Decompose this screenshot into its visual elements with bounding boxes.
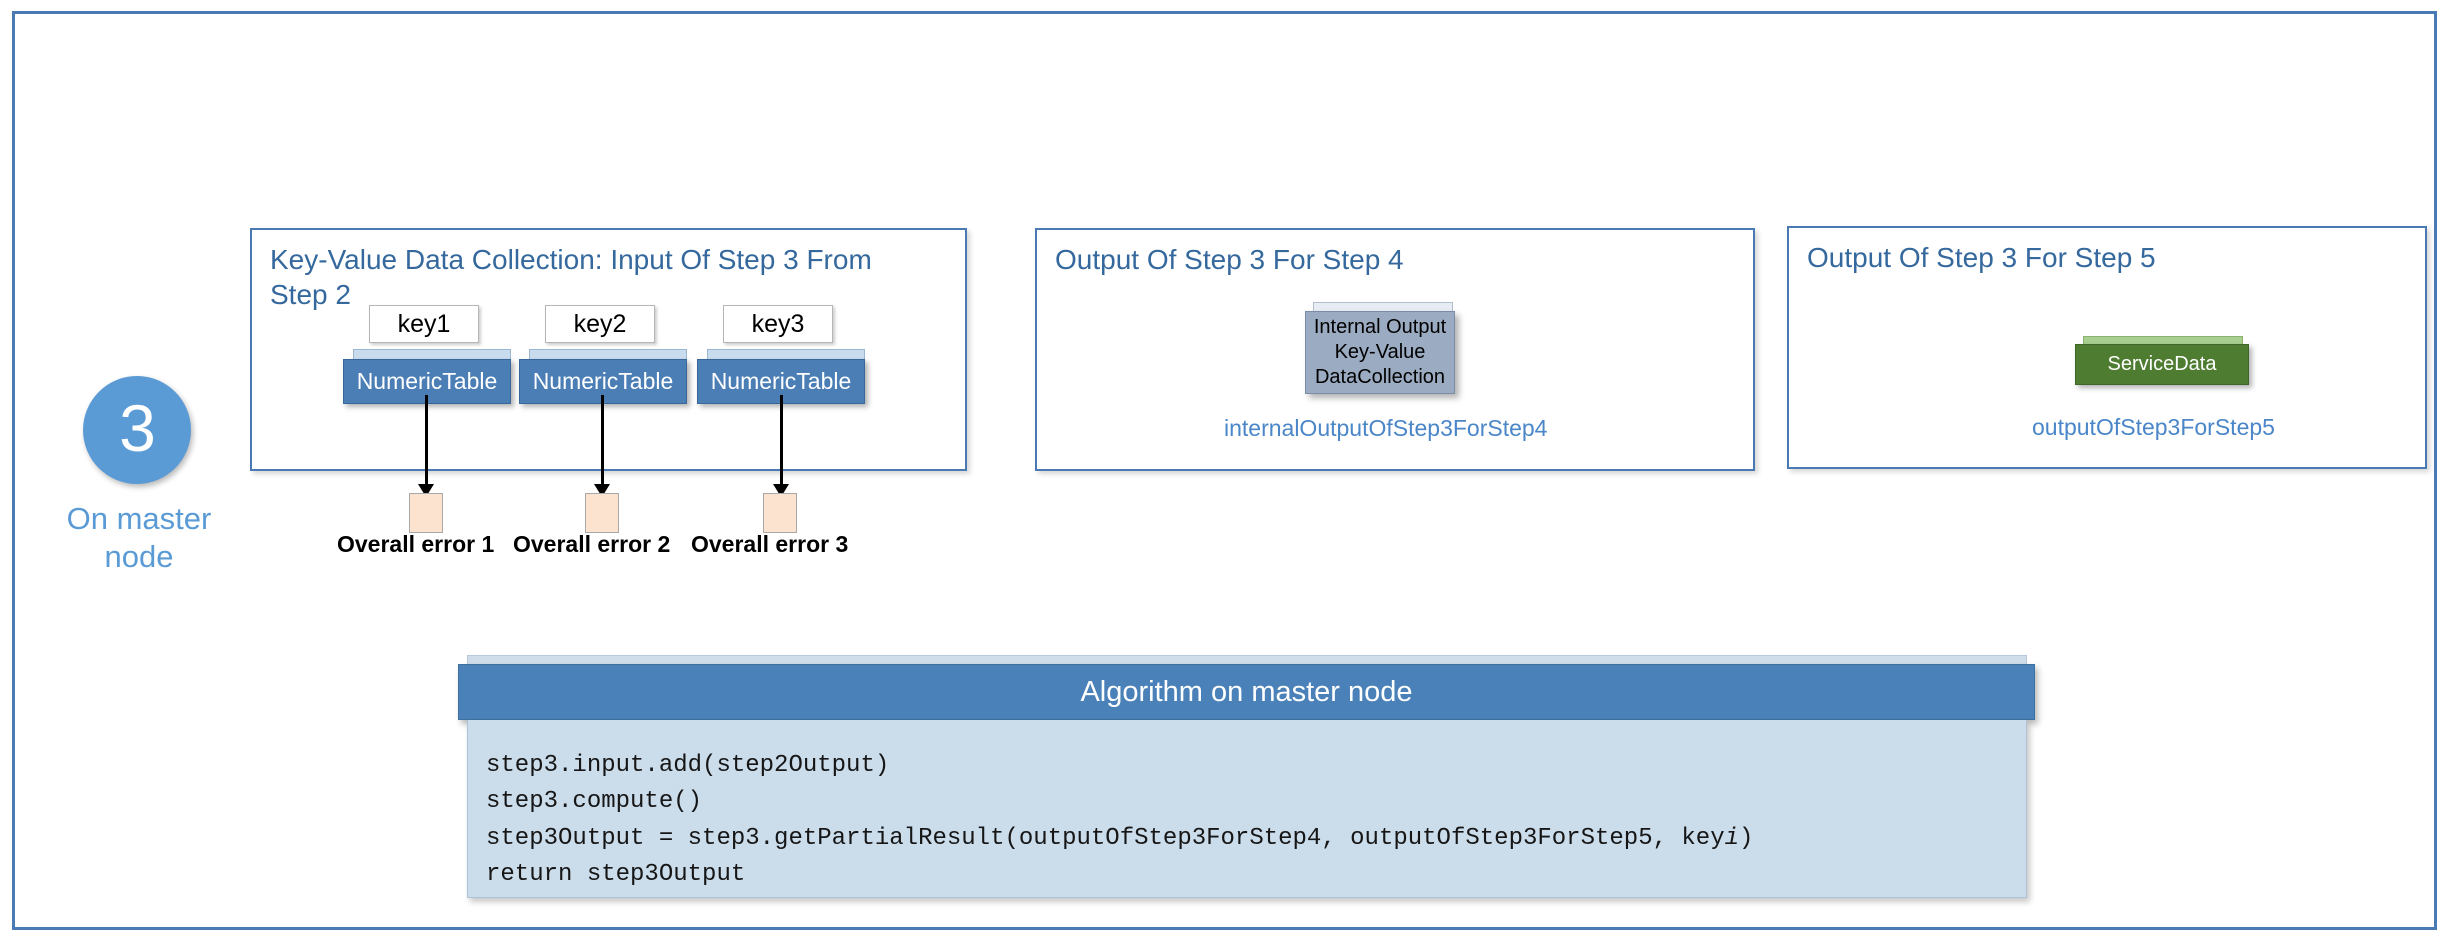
algorithm-header-bar: Algorithm on master node [458, 664, 2035, 720]
key-box-1: key1 [369, 305, 479, 343]
panel-input-title: Key-Value Data Collection: Input Of Step… [270, 244, 872, 310]
internal-output-line-2: Key-Value [1334, 340, 1426, 363]
error-square-2 [585, 493, 619, 533]
numerictable-shape-2-label: NumericTable [519, 359, 687, 404]
panel-output-step4-title: Output Of Step 3 For Step 4 [1055, 244, 1404, 275]
error-label-1: Overall error 1 [337, 531, 495, 557]
step-location-line-1: On master [66, 501, 212, 536]
error-label-2: Overall error 2 [513, 531, 671, 557]
key-box-2: key2 [545, 305, 655, 343]
step-number-label: 3 [119, 391, 156, 465]
internal-output-line-3: DataCollection [1314, 366, 1446, 389]
numerictable-shape-1-label: NumericTable [343, 359, 511, 404]
slide-frame: 3 On master node Key-Value Data Collecti… [12, 11, 2437, 930]
algorithm-header-label: Algorithm on master node [1080, 675, 1413, 708]
internal-output-line-1: Internal Output [1313, 315, 1447, 338]
algorithm-code-italic-index: i [1724, 824, 1740, 852]
error-square-1 [409, 493, 443, 533]
internal-output-caption: internalOutputOfStep3ForStep4 [1224, 415, 1548, 441]
error-square-3 [763, 493, 797, 533]
servicedata-caption: outputOfStep3ForStep5 [2032, 414, 2275, 440]
connector-line-3 [780, 395, 783, 492]
servicedata-shape-label: ServiceData [2075, 344, 2249, 385]
algorithm-code-panel: step3.input.add(step2Output) step3.compu… [467, 720, 2027, 898]
step-number-badge: 3 [83, 376, 191, 484]
internal-output-shape-front: Internal Output Key-Value DataCollection [1305, 311, 1455, 394]
connector-line-1 [425, 395, 428, 492]
connector-line-2 [601, 395, 604, 492]
error-label-3: Overall error 3 [691, 531, 849, 557]
panel-output-of-step3-for-step5: Output Of Step 3 For Step 5 [1787, 226, 2427, 469]
panel-output-step5-title: Output Of Step 3 For Step 5 [1807, 242, 2156, 273]
algorithm-code-text: step3.input.add(step2Output) step3.compu… [486, 752, 1754, 889]
key-box-3: key3 [723, 305, 833, 343]
step-location-line-2: node [104, 538, 174, 574]
step-location-caption: On master node [41, 500, 237, 576]
